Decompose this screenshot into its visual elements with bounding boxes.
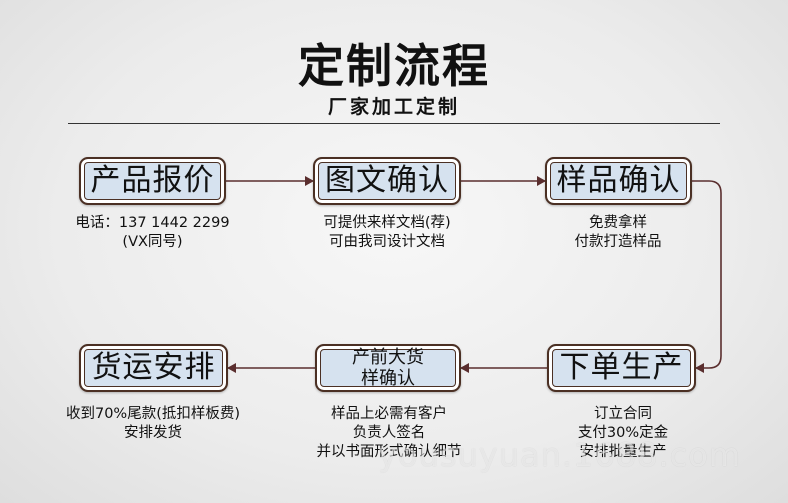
desc-line: 可由我司设计文档: [329, 234, 445, 250]
step-desc-preproduction-sample: 样品上必需有客户 负责人签名 并以书面形式确认细节: [294, 405, 484, 462]
step-label-shipping: 货运安排: [91, 350, 216, 385]
step-box-production: 下单生产: [547, 344, 696, 392]
page-subtitle: 厂家加工定制: [327, 96, 460, 118]
step-box-shipping: 货运安排: [79, 344, 228, 392]
step-label-preproduction-sample: 产前大货 样确认: [352, 347, 424, 389]
desc-line: 样品上必需有客户: [331, 406, 447, 422]
step-desc-shipping: 收到70%尾款(抵扣样板费) 安排发货: [48, 405, 258, 443]
arrow-step3-to-step4: [692, 180, 722, 373]
desc-line: (VX同号): [122, 234, 183, 250]
watermark: yousuyuan.1688.com: [378, 436, 741, 474]
step-label-artwork-confirm: 图文确认: [325, 163, 449, 198]
desc-line: 订立合同: [594, 406, 652, 422]
desc-line: 免费拿样: [589, 215, 647, 231]
step-label-quote: 产品报价: [90, 163, 215, 198]
desc-line: 安排批量生产: [579, 444, 667, 460]
step-desc-artwork-confirm: 可提供来样文档(荐) 可由我司设计文档: [297, 214, 477, 252]
desc-line: 负责人签名: [352, 425, 426, 441]
desc-line: 付款打造样品: [574, 234, 662, 250]
desc-line: 收到70%尾款(抵扣样板费): [65, 406, 241, 422]
page-title: 定制流程: [298, 39, 490, 93]
step-desc-sample-confirm: 免费拿样 付款打造样品: [538, 214, 698, 252]
step-box-preproduction-sample: 产前大货 样确认: [315, 344, 461, 392]
desc-line: 电话：137 1442 2299: [75, 215, 230, 231]
title-divider: [68, 123, 720, 124]
step-label-sample-confirm: 样品确认: [556, 163, 681, 198]
desc-line: 并以书面形式确认细节: [316, 444, 462, 460]
step-box-sample-confirm: 样品确认: [545, 157, 692, 205]
step-box-artwork-confirm: 图文确认: [313, 157, 461, 205]
desc-line: 安排发货: [124, 425, 182, 441]
step-label-production: 下单生产: [559, 350, 684, 385]
step-desc-quote: 电话：137 1442 2299 (VX同号): [60, 214, 245, 252]
step-desc-production: 订立合同 支付30%定金 安排批量生产: [543, 405, 703, 462]
step-box-quote: 产品报价: [79, 157, 226, 205]
desc-line: 支付30%定金: [577, 425, 669, 441]
desc-line: 可提供来样文档(荐): [323, 215, 451, 231]
